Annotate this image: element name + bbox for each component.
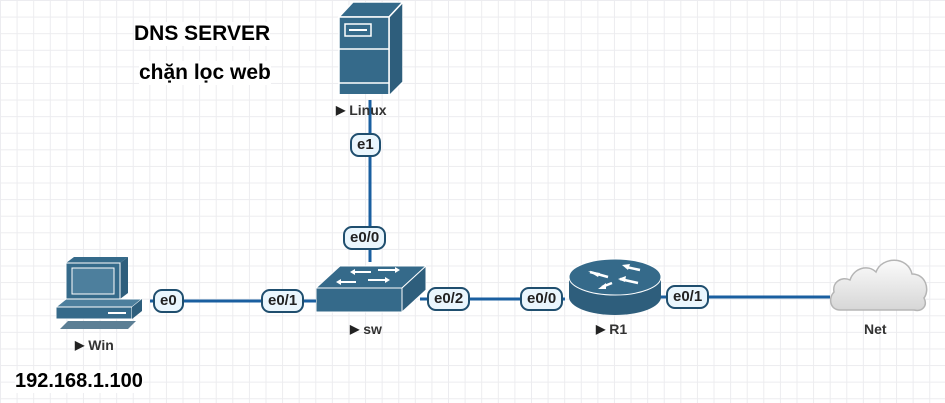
node-sw-label[interactable]: ▶ sw — [350, 321, 382, 337]
cloud-icon — [829, 259, 928, 312]
r1-label: R1 — [609, 321, 628, 337]
linux-label: Linux — [349, 102, 387, 118]
desktop-computer-icon — [56, 257, 142, 329]
port-sw-e0-2[interactable]: e0/2 — [427, 287, 471, 311]
node-r1[interactable] — [568, 257, 662, 317]
play-icon: ▶ — [596, 322, 606, 336]
play-icon: ▶ — [75, 338, 85, 352]
node-sw[interactable] — [316, 264, 426, 314]
sw-label: sw — [363, 321, 382, 337]
port-linux-e1[interactable]: e1 — [350, 133, 381, 157]
node-net[interactable] — [828, 254, 930, 314]
port-sw-e0-1[interactable]: e0/1 — [261, 289, 305, 313]
node-r1-label[interactable]: ▶ R1 — [596, 321, 627, 337]
node-win-label[interactable]: ▶ Win — [75, 337, 114, 353]
router-icon — [568, 258, 662, 315]
server-icon — [337, 2, 403, 94]
port-win-e0[interactable]: e0 — [153, 289, 184, 313]
node-win[interactable] — [56, 253, 142, 333]
dns-server-title: DNS SERVER — [134, 22, 271, 46]
dns-server-subtitle: chặn lọc web — [139, 61, 271, 85]
win-ip-address: 192.168.1.100 — [15, 370, 143, 393]
node-linux[interactable] — [333, 2, 403, 94]
net-label: Net — [864, 321, 887, 337]
switch-icon — [316, 265, 426, 314]
play-icon: ▶ — [350, 322, 360, 336]
play-icon: ▶ — [336, 103, 346, 117]
port-r1-e0-0[interactable]: e0/0 — [520, 287, 564, 311]
win-label: Win — [88, 337, 114, 353]
port-sw-e0-0[interactable]: e0/0 — [343, 226, 387, 250]
node-net-label[interactable]: Net — [864, 321, 887, 337]
port-r1-e0-1[interactable]: e0/1 — [666, 285, 710, 309]
node-linux-label[interactable]: ▶ Linux — [336, 102, 387, 118]
